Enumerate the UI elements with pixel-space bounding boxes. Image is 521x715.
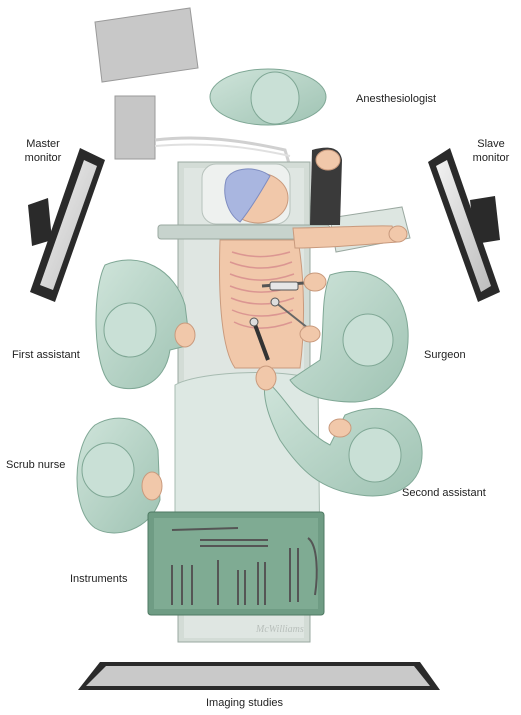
first-assistant-label: First assistant	[12, 349, 80, 361]
anesthesiologist-figure	[209, 68, 327, 126]
instruments-label: Instruments	[70, 573, 128, 585]
slave-monitor-label-line1: Slave	[477, 138, 505, 150]
surgeon-figure	[289, 270, 409, 403]
first-assistant-figure	[95, 259, 196, 390]
scrub-nurse-figure	[76, 417, 163, 534]
instrument-tray	[147, 511, 325, 616]
slave-monitor-label: Slave monitor	[464, 137, 518, 165]
slave-monitor	[428, 148, 500, 302]
second-assistant-figure	[255, 365, 423, 497]
anesthesia-machine	[94, 7, 199, 83]
artist-signature: McWilliams	[255, 624, 304, 635]
anesthesiologist-label: Anesthesiologist	[356, 93, 437, 105]
slave-monitor-label-line2: monitor	[472, 152, 510, 164]
master-monitor	[28, 148, 105, 302]
surgeon-label: Surgeon	[424, 349, 466, 361]
imaging-studies-label: Imaging studies	[206, 697, 284, 709]
master-monitor-label-line1: Master	[26, 138, 60, 150]
imaging-studies-panel	[78, 662, 440, 690]
master-monitor-label: Master monitor	[16, 137, 70, 165]
second-assistant-label: Second assistant	[402, 487, 486, 499]
patient	[201, 147, 408, 369]
master-monitor-label-line2: monitor	[24, 152, 62, 164]
anesthesia-cart	[114, 95, 302, 201]
scrub-nurse-label: Scrub nurse	[6, 459, 66, 471]
